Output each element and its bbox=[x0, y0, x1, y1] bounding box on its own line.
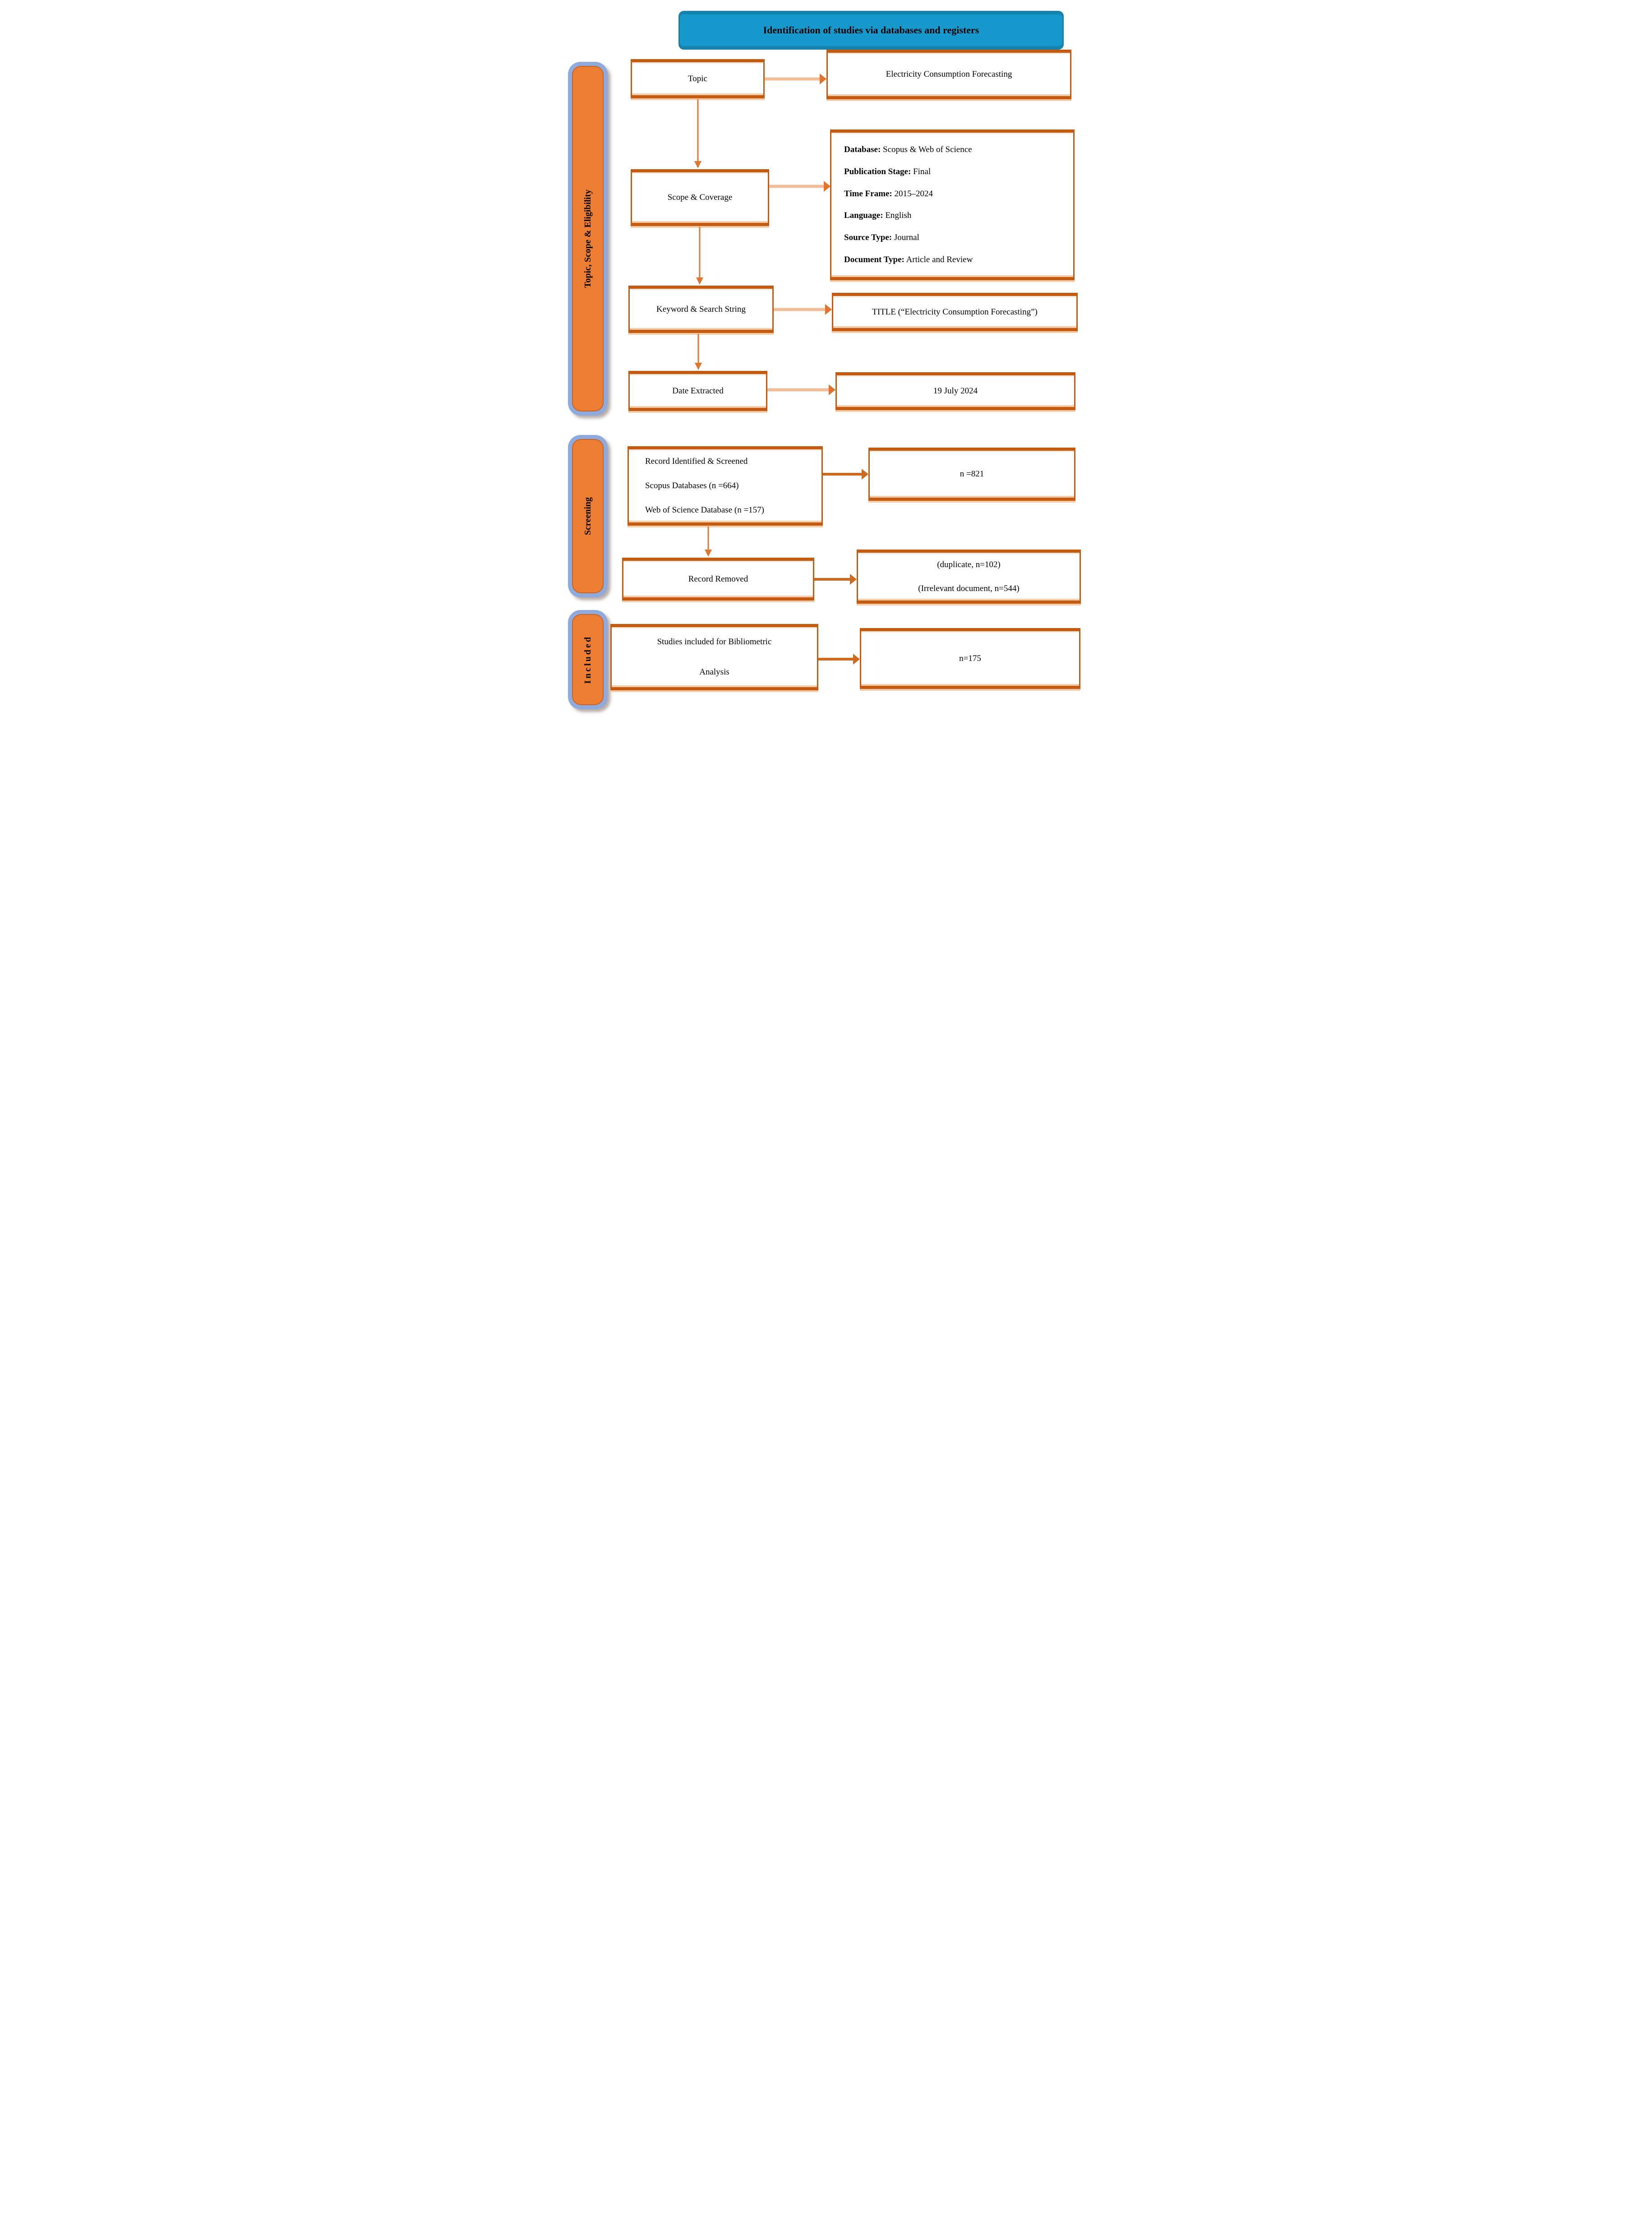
arrow-head-icon bbox=[705, 550, 712, 557]
arrow-screened-to-result bbox=[823, 469, 868, 480]
arrow-removed-to-result bbox=[814, 574, 857, 585]
detail-value: 2015–2024 bbox=[892, 189, 933, 199]
arrow-topic-to-result bbox=[765, 74, 826, 84]
topic-box: Topic bbox=[631, 59, 765, 98]
detail-value: Article and Review bbox=[904, 254, 973, 264]
detail-value: Final bbox=[911, 166, 931, 176]
arrow-keyword-to-date bbox=[693, 334, 703, 370]
arrow-screened-to-removed bbox=[703, 527, 713, 557]
included-result-label: n=175 bbox=[959, 653, 981, 663]
keyword-box: Keyword & Search String bbox=[628, 286, 774, 333]
stage-topic-scope-eligibility-label: Topic, Scope & Eligibility bbox=[582, 189, 593, 288]
detail-label: Document Type: bbox=[844, 254, 904, 264]
arrow-scope-to-keyword bbox=[695, 227, 705, 285]
arrow-head-icon bbox=[862, 469, 868, 480]
arrow-shaft bbox=[697, 99, 699, 161]
date-result-box: 19 July 2024 bbox=[835, 372, 1075, 410]
scope-detail-line: Source Type: Journal bbox=[844, 233, 919, 243]
stage-screening-inner: Screening bbox=[572, 439, 604, 593]
removed-result-line1: (duplicate, n=102) bbox=[937, 559, 1001, 569]
detail-label: Language: bbox=[844, 211, 883, 221]
diagram-title-banner: Identification of studies via databases … bbox=[678, 11, 1064, 50]
removed-result-box: (duplicate, n=102) (Irrelevant document,… bbox=[857, 550, 1081, 604]
arrow-shaft bbox=[767, 388, 829, 392]
stage-included-label: Included bbox=[582, 635, 593, 684]
scope-details-box: Database: Scopus & Web of Science Public… bbox=[830, 129, 1075, 280]
arrow-shaft bbox=[774, 308, 825, 311]
keyword-result-box: TITLE (“Electricity Consumption Forecast… bbox=[832, 293, 1078, 331]
arrow-keyword-to-result bbox=[774, 304, 832, 315]
arrow-head-icon bbox=[695, 363, 702, 370]
included-study-box: Studies included for Bibliometric Analys… bbox=[610, 624, 818, 690]
stage-included: Included bbox=[568, 610, 608, 709]
arrow-head-icon bbox=[850, 574, 857, 585]
scope-detail-line: Database: Scopus & Web of Science bbox=[844, 145, 972, 155]
screened-result-box: n =821 bbox=[868, 448, 1075, 501]
included-study-line1: Studies included for Bibliometric bbox=[657, 637, 772, 647]
removed-label: Record Removed bbox=[688, 574, 748, 584]
detail-value: Journal bbox=[892, 232, 919, 242]
arrow-shaft bbox=[765, 77, 820, 81]
included-result-box: n=175 bbox=[860, 628, 1080, 689]
date-result-label: 19 July 2024 bbox=[933, 386, 978, 396]
topic-result-box: Electricity Consumption Forecasting bbox=[826, 50, 1071, 99]
scope-box: Scope & Coverage bbox=[631, 169, 769, 226]
arrow-date-to-result bbox=[767, 384, 835, 395]
arrow-scope-to-details bbox=[769, 181, 831, 192]
stage-included-inner: Included bbox=[572, 614, 604, 705]
date-label: Date Extracted bbox=[672, 386, 724, 396]
scope-detail-line: Publication Stage: Final bbox=[844, 167, 931, 177]
date-box: Date Extracted bbox=[628, 371, 767, 411]
arrow-topic-to-scope bbox=[693, 99, 703, 168]
arrow-shaft bbox=[769, 185, 824, 188]
screened-line1: Record Identified & Screened bbox=[645, 457, 748, 466]
scope-label: Scope & Coverage bbox=[667, 193, 733, 202]
arrow-shaft bbox=[823, 473, 862, 476]
detail-label: Time Frame: bbox=[844, 189, 892, 199]
scope-detail-line: Language: English bbox=[844, 211, 911, 221]
screened-result-label: n =821 bbox=[960, 469, 984, 479]
detail-label: Publication Stage: bbox=[844, 166, 911, 176]
stage-screening-label: Screening bbox=[582, 497, 593, 536]
arrow-head-icon bbox=[694, 161, 701, 168]
scope-detail-line: Document Type: Article and Review bbox=[844, 255, 973, 265]
screened-line2: Scopus Databases (n =664) bbox=[645, 481, 739, 490]
arrow-head-icon bbox=[824, 181, 831, 192]
detail-value: English bbox=[883, 211, 912, 221]
stage-topic-scope-eligibility-inner: Topic, Scope & Eligibility bbox=[572, 66, 604, 411]
scope-detail-line: Time Frame: 2015–2024 bbox=[844, 189, 933, 199]
arrow-head-icon bbox=[829, 384, 835, 395]
included-study-line2: Analysis bbox=[699, 667, 729, 677]
removed-result-line2: (Irrelevant document, n=544) bbox=[918, 583, 1020, 593]
arrow-head-icon bbox=[820, 74, 826, 84]
detail-value: Scopus & Web of Science bbox=[881, 145, 972, 155]
detail-label: Source Type: bbox=[844, 232, 892, 242]
arrow-shaft bbox=[697, 334, 699, 363]
detail-label: Database: bbox=[844, 145, 881, 155]
removed-box: Record Removed bbox=[622, 558, 814, 601]
topic-result-label: Electricity Consumption Forecasting bbox=[886, 69, 1012, 79]
arrow-shaft bbox=[818, 658, 853, 661]
screened-line3: Web of Science Database (n =157) bbox=[645, 505, 764, 515]
arrow-shaft bbox=[699, 227, 701, 277]
arrow-head-icon bbox=[825, 304, 832, 315]
keyword-label: Keyword & Search String bbox=[656, 304, 746, 314]
arrow-head-icon bbox=[853, 654, 860, 665]
diagram-title: Identification of studies via databases … bbox=[763, 24, 979, 36]
prisma-flow-diagram: Identification of studies via databases … bbox=[563, 0, 1089, 709]
arrow-shaft bbox=[814, 578, 850, 581]
keyword-result-label: TITLE (“Electricity Consumption Forecast… bbox=[872, 307, 1038, 317]
stage-screening: Screening bbox=[568, 435, 608, 597]
arrow-included-to-result bbox=[818, 654, 860, 665]
stage-topic-scope-eligibility: Topic, Scope & Eligibility bbox=[568, 62, 608, 416]
screened-box: Record Identified & Screened Scopus Data… bbox=[628, 446, 823, 526]
arrow-shaft bbox=[707, 527, 709, 550]
topic-label: Topic bbox=[688, 74, 707, 83]
arrow-head-icon bbox=[696, 277, 703, 285]
